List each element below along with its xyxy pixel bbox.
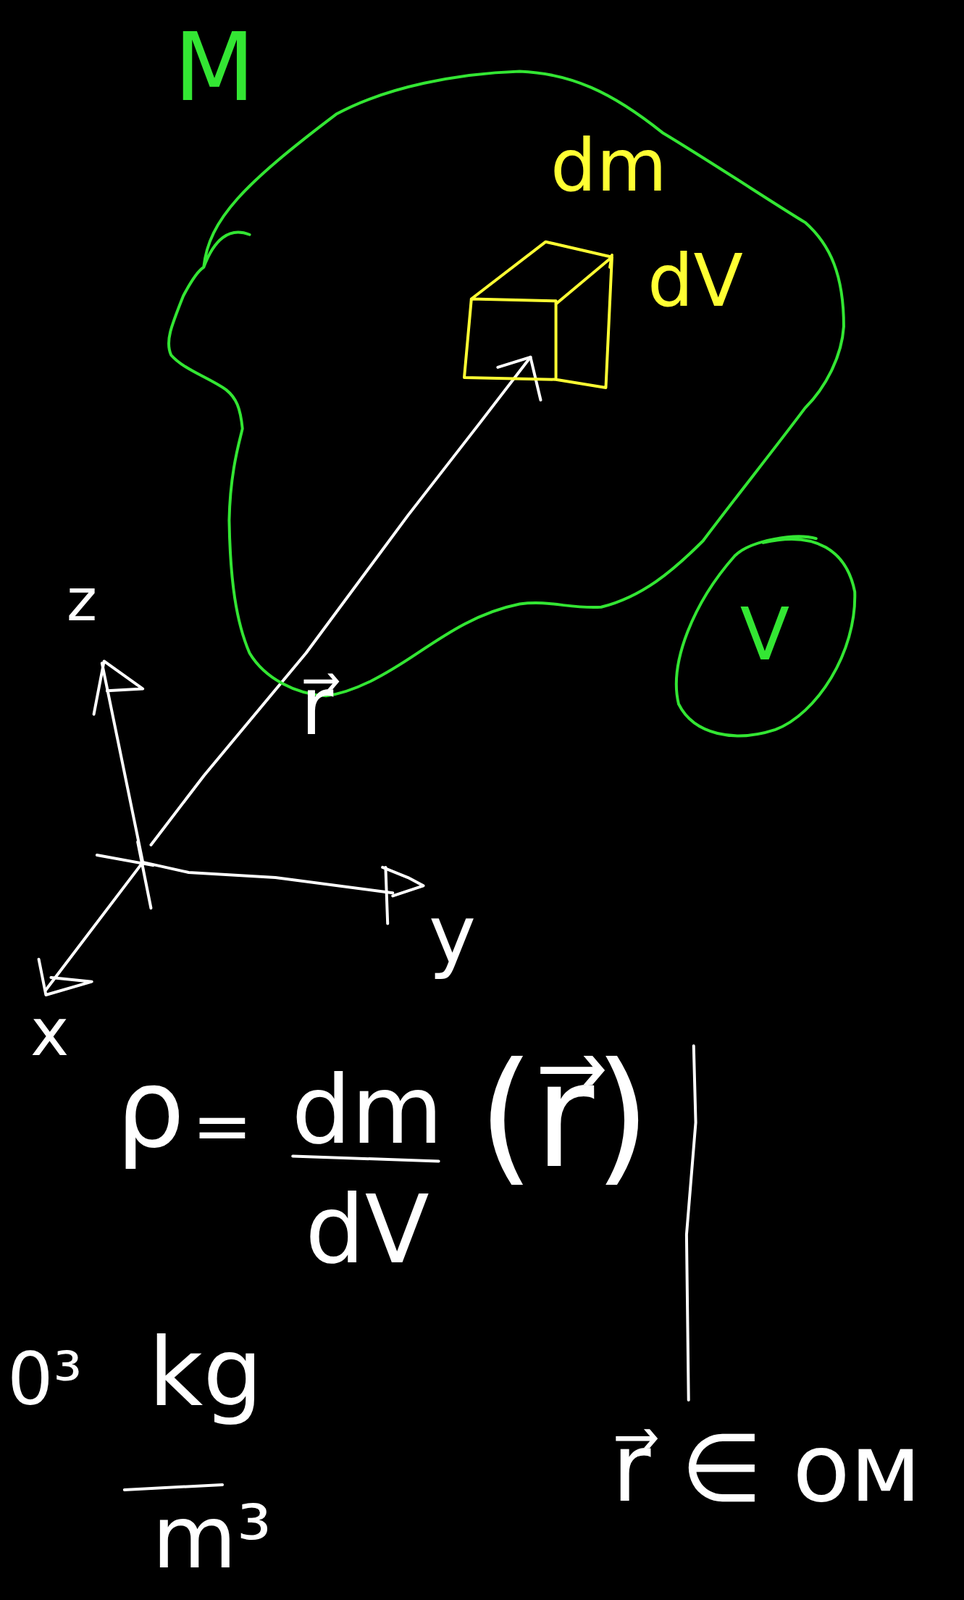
radius-vector: [150, 357, 531, 845]
denominator: dV: [304, 1182, 429, 1277]
unit-numerator: kg: [148, 1324, 263, 1419]
circle-path: [676, 535, 855, 736]
x-arrowhead: [39, 958, 92, 995]
axis-label: z: [66, 571, 98, 630]
volume-label: V: [740, 598, 790, 671]
argument: (r⃗): [478, 1042, 651, 1188]
body-outline-path: [168, 70, 844, 696]
z-arrowhead: [94, 660, 144, 714]
numerator: dm: [291, 1062, 443, 1157]
unit-note: 0³: [7, 1342, 83, 1416]
axis-label: x: [30, 999, 69, 1065]
z-axis: [102, 662, 143, 862]
unit-fraction-bar: [124, 1484, 223, 1490]
pointer-line: [686, 1045, 697, 1400]
domain-note: r⃗ ∈ ом: [612, 1420, 922, 1515]
unit-denominator: m³: [152, 1493, 272, 1581]
axis-label: y: [428, 894, 476, 975]
x-axis: [45, 861, 143, 990]
vector-label: r⃗: [300, 666, 334, 746]
volume-circle: V: [673, 530, 857, 740]
y-axis: [142, 861, 393, 893]
y-arrowhead: [382, 866, 423, 923]
volume-element-label: dV: [647, 244, 744, 318]
mass-element-label: dm: [550, 129, 668, 203]
volume-element: dm dV: [464, 122, 791, 388]
mass-label: M: [173, 20, 255, 115]
origin-ticks: [97, 841, 153, 909]
cube-path: [464, 241, 613, 388]
equals-sign: =: [191, 1089, 253, 1162]
density-symbol: ρ: [115, 1053, 185, 1163]
